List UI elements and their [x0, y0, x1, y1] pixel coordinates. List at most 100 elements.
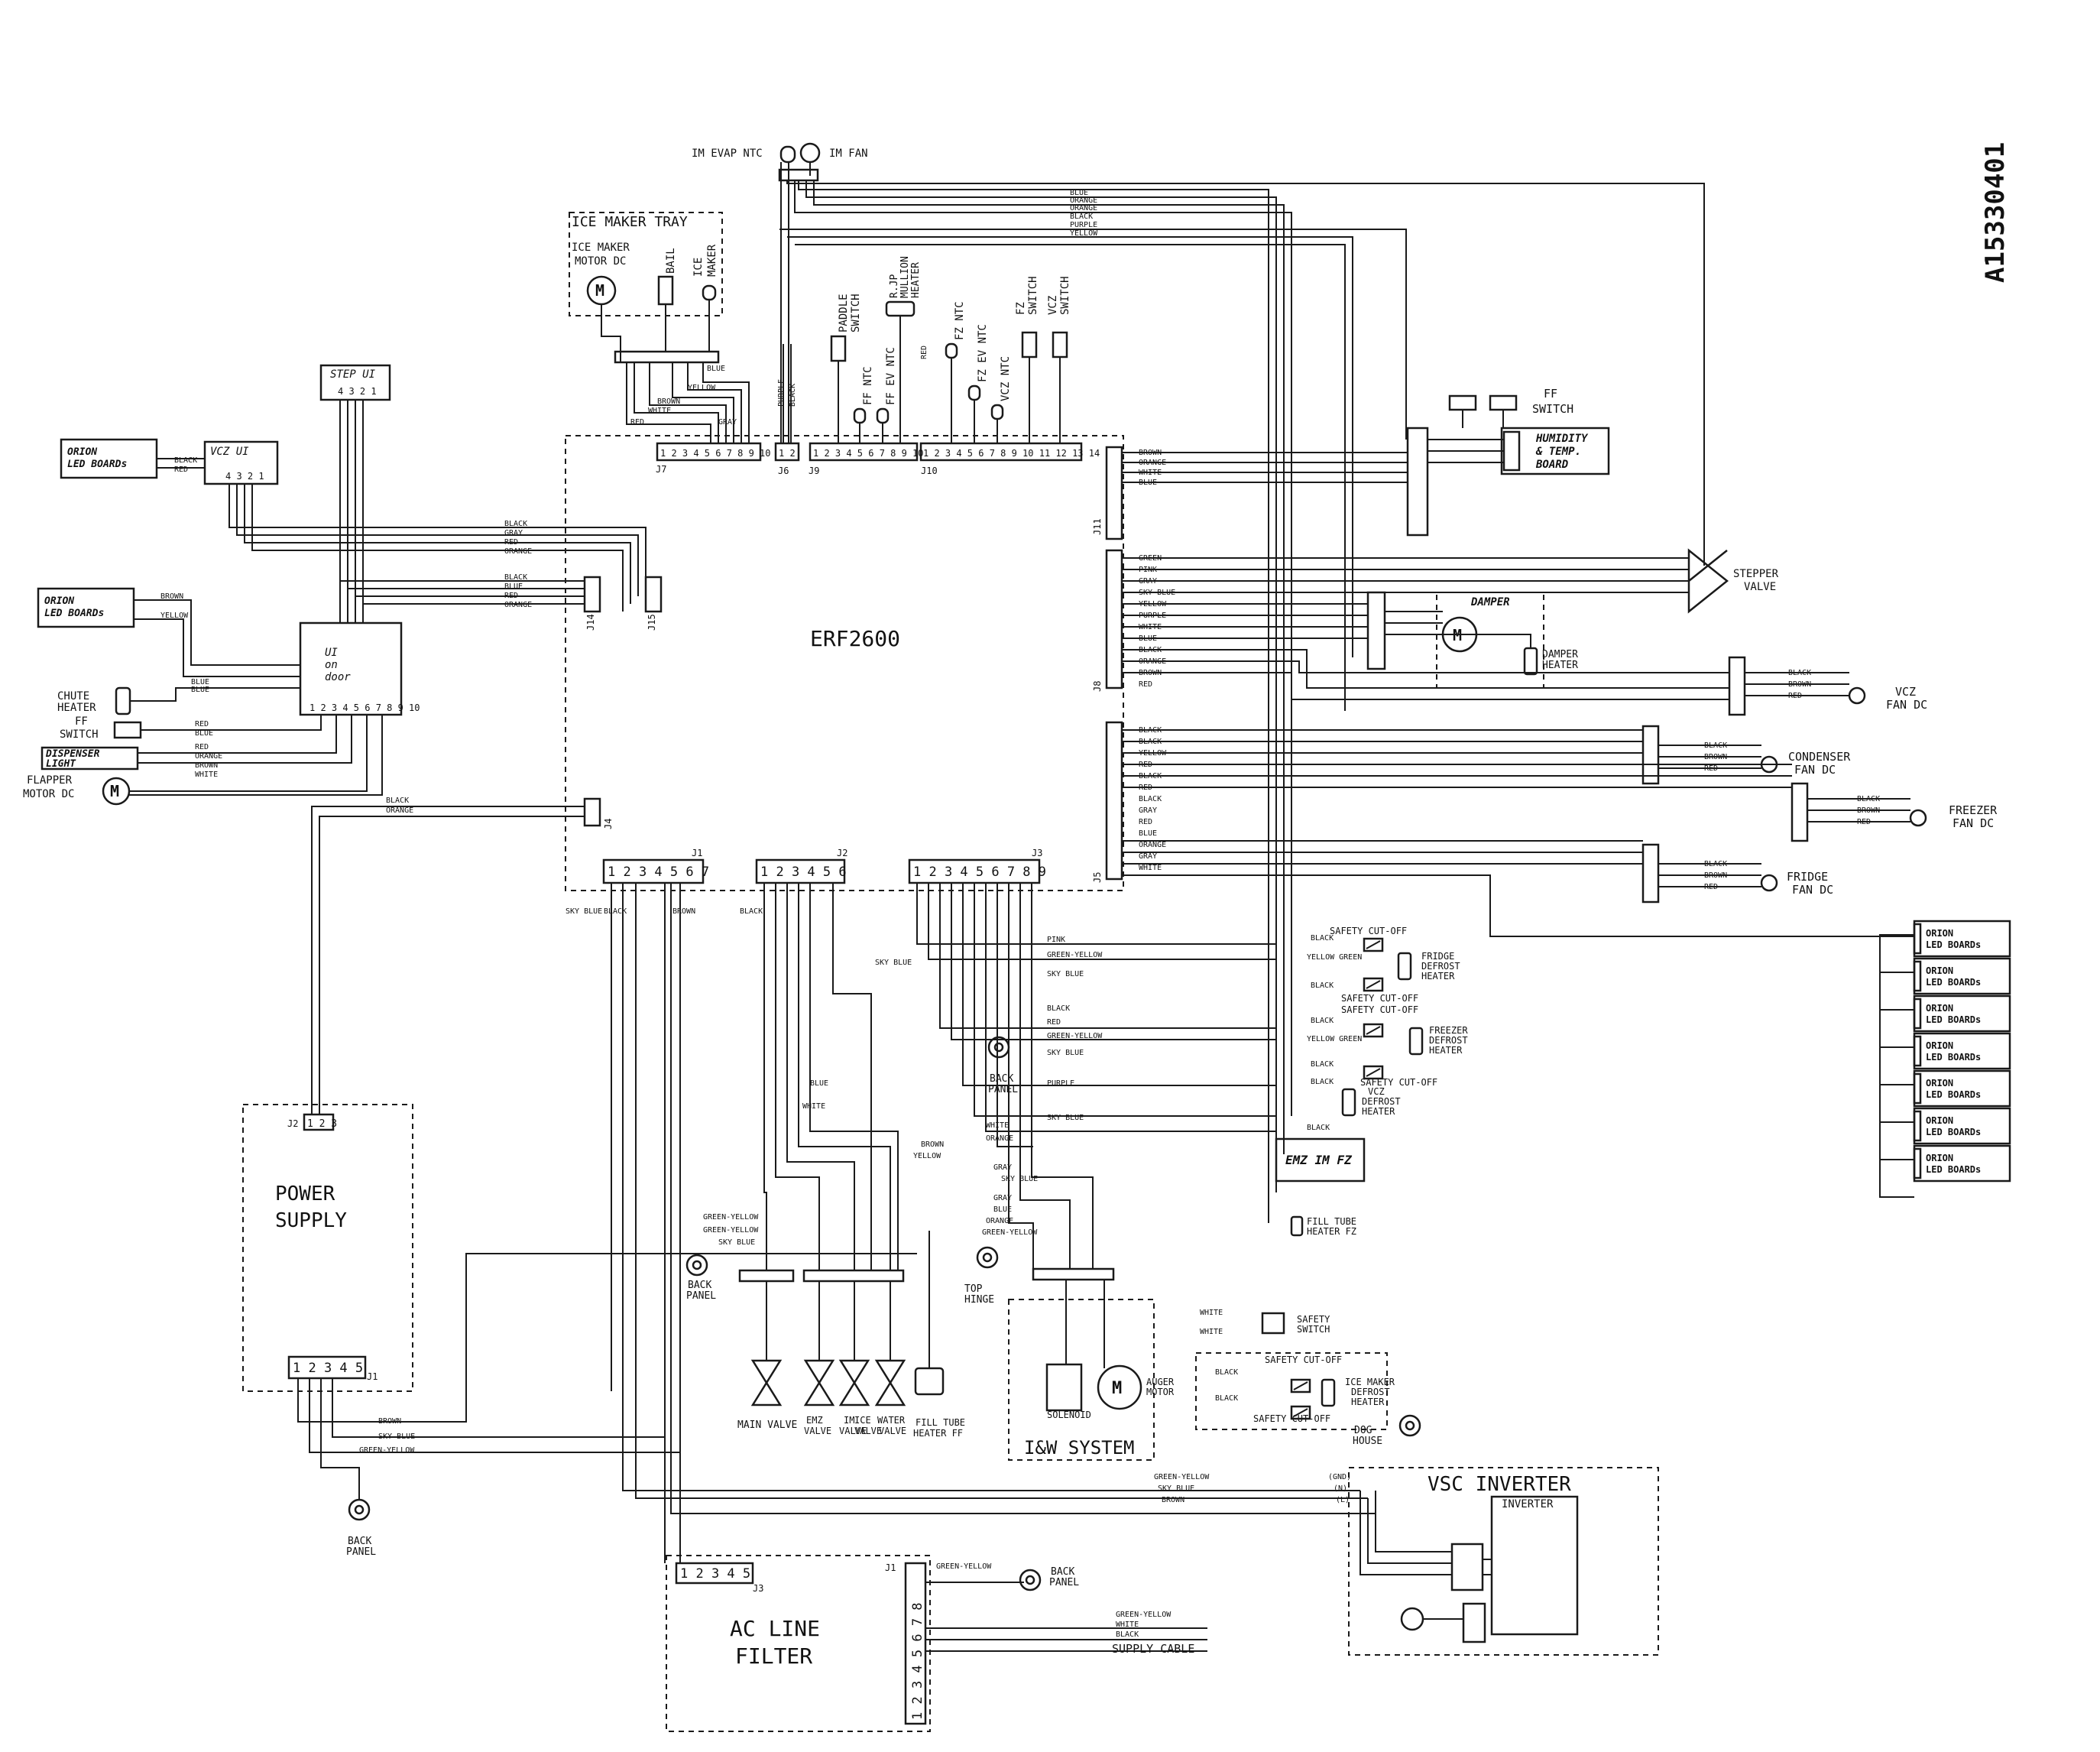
orion-led-left-mid: [37, 587, 135, 628]
wire-color-label-58: BLACK: [174, 456, 197, 465]
ice-maker-defrost-heater-icon: [1321, 1378, 1336, 1407]
wire-color-label-118: (N): [1334, 1484, 1347, 1493]
wire-27: [634, 362, 719, 443]
ice-maker-tray-box: [569, 212, 723, 316]
wire-96: [138, 715, 352, 764]
fz-ev-ntc-icon: [967, 384, 981, 401]
orion-led-left-mid-label1: ORION: [44, 595, 74, 607]
wire-color-label-74: SKY BLUE: [875, 959, 912, 967]
connector-j1-board: [602, 858, 705, 884]
wire-color-label-35: WHITE: [1139, 864, 1162, 872]
safety-cutoff-icon-3: [1363, 1023, 1384, 1038]
wire-color-label-33: ORANGE: [1139, 841, 1166, 849]
auger-motor-m: M: [1112, 1379, 1122, 1398]
wire-105: [670, 883, 1376, 1514]
wire-131: [297, 1253, 917, 1423]
emz-im-fz-label: EMZ IM FZ: [1285, 1153, 1353, 1167]
orion-led-board-label2-1: LED BOARDs: [1926, 939, 1981, 950]
connector-j5-label: J5: [1092, 872, 1103, 883]
safety-cutoff-label-3: SAFETY CUT-OFF: [1341, 1004, 1418, 1015]
condenser-fan-connector: [1641, 725, 1660, 785]
water-valve-label1: WATER: [877, 1415, 906, 1426]
connector-j9-pins: 1 2 3 4 5 6 7 8 9 10: [813, 448, 924, 459]
dispenser-light-box: [41, 746, 139, 771]
wire-color-label-129: YELLOW: [688, 384, 716, 392]
wire-color-label-84: BLACK: [1311, 934, 1334, 943]
wiring-harness: [129, 162, 1914, 1652]
paddle-switch-label: PADDLE: [838, 294, 850, 333]
connector-j8: [1105, 549, 1123, 689]
connector-j15-label: J15: [647, 614, 657, 631]
wire-color-label-59: RED: [174, 466, 188, 474]
wire-133: [320, 1378, 360, 1500]
dispenser-light-label2: LIGHT: [46, 758, 76, 770]
damper-heater-label2: HEATER: [1542, 660, 1578, 671]
iw-system-box: [1008, 1299, 1155, 1461]
orion-led-board-label1-1: ORION: [1926, 928, 1953, 939]
wire-112: [832, 883, 872, 1270]
step-ui-label: STEP UI: [330, 368, 376, 381]
valve-group: [738, 1269, 906, 1406]
wire-80: [236, 484, 639, 596]
orion-led-board-label2-2: LED BOARDs: [1926, 977, 1981, 988]
dog-house-label2: HOUSE: [1353, 1436, 1382, 1447]
safety-cutoff-contact-2: [1366, 980, 1381, 989]
inverter-connector-a: [1450, 1543, 1484, 1591]
wire-95: [138, 715, 337, 754]
fridge-defrost-label1: FRIDGE: [1421, 951, 1454, 962]
wire-color-label-110: BLACK: [1215, 1394, 1238, 1403]
paddle-switch-label2: SWITCH: [850, 294, 862, 333]
fill-tube-ff-label1: FILL TUBE: [916, 1417, 965, 1428]
wire-76: [1122, 874, 1914, 937]
wire-color-label-69: ORANGE: [386, 806, 413, 815]
vcz-fan-connector: [1728, 656, 1746, 716]
wire-3: [813, 180, 1285, 1154]
ice-maker-tray-connector: [614, 350, 720, 364]
inverter-connector-b: [1462, 1602, 1486, 1643]
wire-122: [1019, 883, 1071, 1269]
connector-j5: [1105, 721, 1123, 881]
wire-color-label-123: BLACK: [1116, 1630, 1139, 1639]
ac-line-filter-label2: FILTER: [735, 1643, 812, 1669]
safety-cutoff-contact-3: [1366, 1026, 1381, 1035]
fridge-fan-connector: [1641, 843, 1660, 904]
wire-8: [795, 244, 1346, 711]
wire-color-label-127: WHITE: [648, 407, 671, 415]
wire-98: [129, 715, 383, 796]
connector-j11-label: J11: [1092, 518, 1103, 535]
safety-cutoff-contact-6: [1293, 1408, 1308, 1417]
fz-ntc-label: FZ NTC: [954, 301, 966, 340]
wire-28: [649, 362, 727, 443]
wire-108: [775, 883, 820, 1270]
ice-maker-defrost-label1: ICE MAKER: [1345, 1377, 1395, 1387]
wire-color-label-106: SKY BLUE: [718, 1238, 755, 1247]
wire-color-label-119: (L): [1336, 1496, 1350, 1504]
back-panel-label-d2: PANEL: [1049, 1577, 1079, 1588]
wire-52: [1122, 649, 1729, 689]
wire-color-label-29: BLACK: [1139, 795, 1162, 803]
orion-led-board-label1-4: ORION: [1926, 1040, 1953, 1051]
wire-color-label-78: BLACK: [1047, 1004, 1070, 1013]
compressor-icon: [1400, 1607, 1424, 1631]
ice-maker-motor-m: M: [595, 281, 604, 300]
wire-color-label-89: BLACK: [1311, 1060, 1334, 1069]
connector-j7: [656, 442, 762, 462]
connector-j2-board-pins: 1 2 3 4 5 6: [760, 865, 847, 880]
ground-icon-5: [1019, 1569, 1042, 1591]
wire-color-label-53: BLUE: [504, 582, 523, 591]
wire-color-label-109: BLACK: [1215, 1368, 1238, 1377]
flapper-motor-m: M: [110, 782, 119, 800]
fill-tube-fz-icon: [1290, 1215, 1304, 1237]
wire-color-label-31: RED: [1139, 818, 1152, 826]
wire-color-label-88: YELLOW GREEN: [1307, 1035, 1362, 1043]
power-supply-box: [242, 1104, 413, 1392]
humidity-board-label1: HUMIDITY: [1535, 433, 1589, 445]
ground-icon-4: [348, 1498, 371, 1521]
power-supply-j2-label: J2: [287, 1118, 298, 1129]
orion-led-board-label2-3: LED BOARDs: [1926, 1014, 1981, 1025]
wire-5: [794, 180, 1292, 1116]
wire-color-label-85: YELLOW GREEN: [1307, 953, 1362, 962]
orion-led-board-link-6: [1879, 1121, 1914, 1160]
ac-line-filter-j1: [904, 1562, 927, 1725]
wire-color-label-3: ORANGE: [1070, 204, 1097, 213]
